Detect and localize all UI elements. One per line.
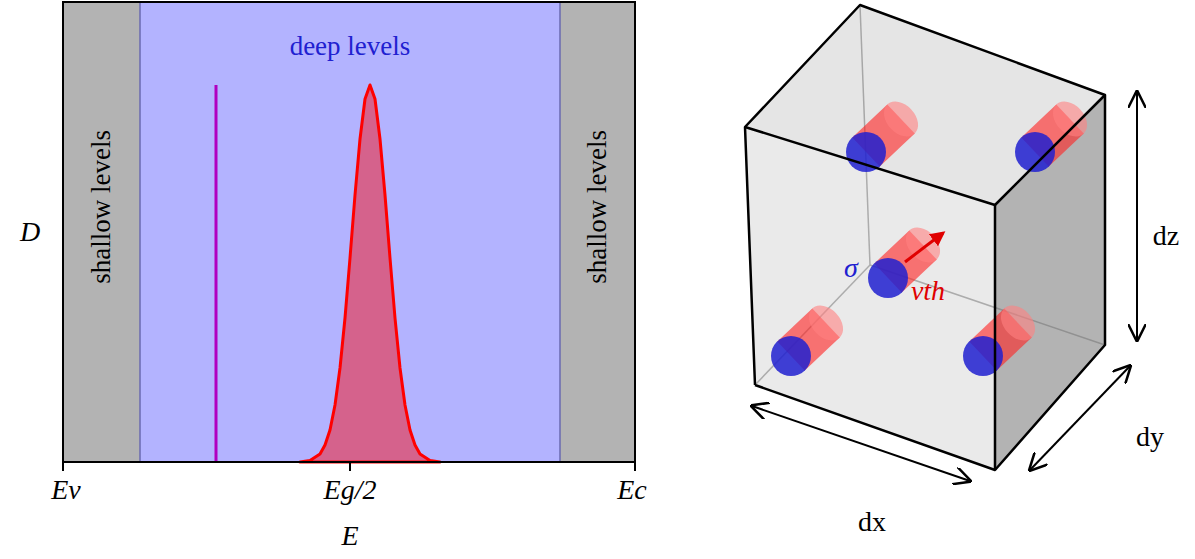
cube-front bbox=[745, 127, 995, 470]
tick-label: Ev bbox=[51, 475, 81, 506]
dimension-arrow bbox=[1136, 92, 1138, 340]
tick-label: Ec bbox=[617, 475, 647, 506]
velocity-label: vth bbox=[911, 276, 945, 307]
dimension-arrow bbox=[752, 406, 970, 481]
energy-band: deep levels bbox=[140, 2, 560, 462]
shallow-band-label: shallow levels bbox=[583, 130, 613, 284]
dimension-arrow bbox=[1030, 366, 1130, 470]
band-border bbox=[559, 2, 561, 462]
velocity-arrow bbox=[905, 233, 943, 262]
band-border bbox=[139, 2, 141, 462]
deep-band bbox=[140, 2, 560, 462]
shallow-band-label: shallow levels bbox=[87, 130, 117, 284]
tick bbox=[349, 462, 351, 471]
axis-label: D bbox=[20, 217, 40, 248]
capture-cylinders bbox=[771, 95, 1094, 376]
cube-edges bbox=[994, 205, 997, 470]
discrete-level bbox=[215, 85, 218, 462]
tick bbox=[634, 462, 636, 471]
axis-label: E bbox=[341, 521, 358, 552]
plot-frame bbox=[63, 2, 635, 462]
dimension-label: dz bbox=[1153, 221, 1179, 252]
tick bbox=[62, 462, 64, 471]
deep-band-label: deep levels bbox=[290, 32, 411, 62]
energy-band: shallow levels bbox=[560, 2, 635, 462]
dimension-label: dy bbox=[1136, 422, 1164, 453]
energy-band: shallow levels bbox=[63, 2, 140, 462]
shallow-band bbox=[63, 2, 140, 462]
shallow-band bbox=[560, 2, 635, 462]
cube-edges bbox=[745, 5, 1105, 470]
gaussian-level bbox=[300, 85, 440, 462]
tick-label: Eg/2 bbox=[324, 475, 377, 506]
cube-edges bbox=[745, 95, 1105, 205]
dimension-label: dx bbox=[858, 507, 886, 538]
cross-section-label: σ bbox=[844, 253, 858, 284]
